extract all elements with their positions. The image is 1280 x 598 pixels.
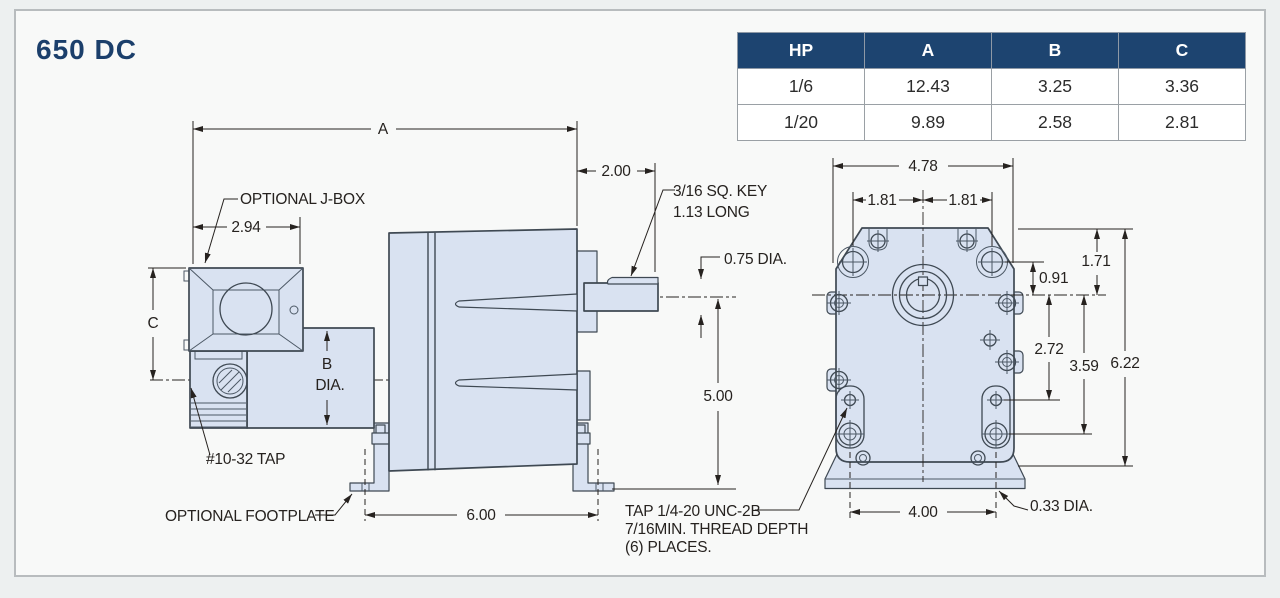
col-header-b: B	[991, 32, 1119, 69]
upper-clamp-slot	[454, 293, 578, 312]
dim-200-label: 2.00	[601, 163, 631, 180]
jbox-label: OPTIONAL J-BOX	[240, 191, 366, 208]
key-note-line2: 1.13 LONG	[673, 204, 750, 221]
dim-171-label: 1.71	[1081, 253, 1110, 270]
dim-478-label: 4.78	[908, 158, 937, 175]
cooling-fins	[191, 402, 246, 428]
dim-091-label: 0.91	[1039, 270, 1068, 287]
tap-note-line3: (6) PLACES.	[625, 539, 712, 556]
brush-cap-screw	[212, 363, 248, 399]
dim-400-label: 4.00	[908, 504, 938, 521]
foot-hole-dia-label: 0.33 DIA.	[1030, 498, 1093, 515]
shaft-key	[606, 276, 659, 285]
gearbox-housing	[388, 228, 578, 472]
dim-181-right-label: 1.81	[948, 192, 977, 209]
dim-294-label: 2.94	[231, 219, 261, 236]
cell-a: 9.89	[864, 104, 992, 141]
cell-c: 2.81	[1118, 104, 1246, 141]
shaft-boss	[891, 263, 955, 327]
cell-b: 3.25	[991, 68, 1119, 105]
tap-note-line1: TAP 1/4-20 UNC-2B	[625, 503, 761, 520]
col-header-c: C	[1118, 32, 1246, 69]
cell-a: 12.43	[864, 68, 992, 105]
gearbox-end-face	[835, 227, 1015, 463]
dim-a-label: A	[378, 121, 389, 138]
dim-600-label: 6.00	[466, 507, 496, 524]
dim-b-line2: DIA.	[315, 377, 344, 394]
dimension-spec-table: HP A B C 1/6 12.43 3.25 3.36 1/20 9.89 2…	[737, 32, 1246, 141]
lower-boss	[576, 370, 591, 421]
jbox-screw-hole	[289, 305, 299, 315]
bottom-hole	[855, 450, 871, 466]
page-title: 650 DC	[36, 34, 137, 65]
output-shaft	[583, 282, 659, 312]
jbox-knockout-hole	[219, 282, 273, 336]
shaft-dia-label: 0.75 DIA.	[724, 251, 787, 268]
end-view-drawing: 4.78 1.81 1.81 1.71 0.91 2.72	[625, 158, 1140, 556]
dim-c-label: C	[148, 315, 159, 332]
key-note-line1: 3/16 SQ. KEY	[673, 183, 767, 200]
footplate-label: OPTIONAL FOOTPLATE	[165, 508, 335, 525]
cell-c: 3.36	[1118, 68, 1246, 105]
dim-272-label: 2.72	[1034, 341, 1063, 358]
tap-label: #10-32 TAP	[206, 451, 285, 468]
lower-clamp-slot	[454, 373, 578, 391]
spec-table-header: HP A B C	[737, 32, 1246, 69]
dim-181-left-label: 1.81	[867, 192, 896, 209]
cell-b: 2.58	[991, 104, 1119, 141]
side-view-drawing: A 2.00 3/16 SQ. KEY 1.13 LONG 0.75 DIA. …	[148, 121, 787, 525]
table-row: 1/20 9.89 2.58 2.81	[737, 104, 1246, 141]
table-row: 1/6 12.43 3.25 3.36	[737, 68, 1246, 105]
tap-note-line2: 7/16MIN. THREAD DEPTH	[625, 521, 808, 538]
dim-359-label: 3.59	[1069, 358, 1098, 375]
bottom-hole	[970, 450, 986, 466]
dim-622-label: 6.22	[1110, 355, 1139, 372]
cell-hp: 1/20	[737, 104, 865, 141]
dim-b-line1: B	[322, 356, 332, 373]
keyway	[917, 276, 929, 287]
dim-500-label: 5.00	[703, 388, 733, 405]
